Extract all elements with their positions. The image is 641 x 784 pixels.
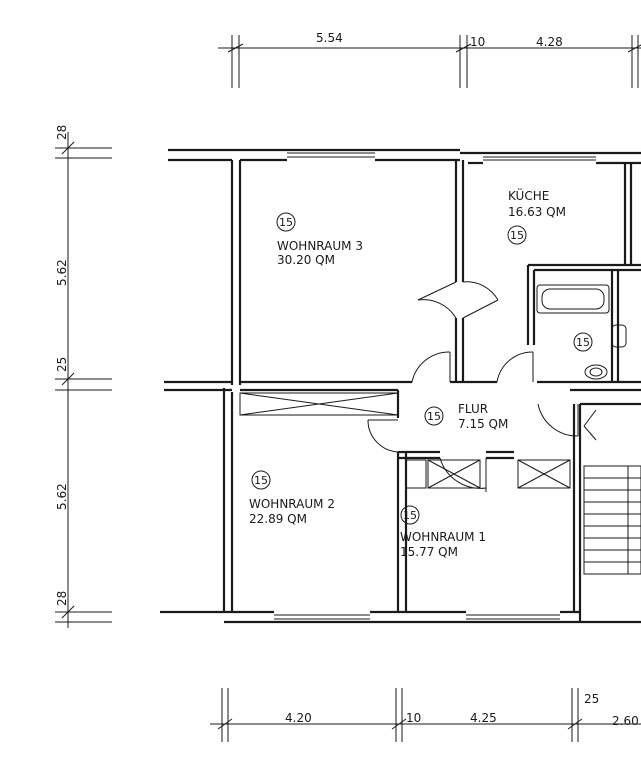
dim-top-3: 4.28	[536, 35, 563, 49]
dim-left-5: 28	[55, 591, 69, 606]
dim-left-4: 5.62	[55, 483, 69, 510]
room-number-kueche: 15	[510, 229, 524, 242]
room-kueche: KÜCHE 16.63 QM 15	[507, 187, 566, 245]
staircase	[583, 409, 641, 575]
wardrobe-wohnraum2	[239, 392, 399, 416]
door-flur-top-right	[496, 351, 534, 383]
room-flur: 15 FLUR 7.15 QM	[424, 402, 508, 431]
room-number-bad: 15	[576, 336, 590, 349]
room-number-wohnraum2: 15	[254, 474, 268, 487]
bottom-dimension-chain	[210, 688, 641, 742]
door-wohnraum1	[439, 457, 487, 492]
left-dimension-chain	[55, 132, 112, 628]
room-area-wohnraum2: 22.89 QM	[249, 512, 307, 526]
door-flur-top-left	[411, 351, 451, 383]
room-wohnraum2: 15 WOHNRAUM 2 22.89 QM	[249, 470, 335, 526]
dim-top-1: 5.54	[316, 31, 343, 45]
door-wohnraum3	[417, 281, 457, 319]
dim-top-2: 10	[470, 35, 485, 49]
dim-bottom-4: 25	[584, 692, 599, 706]
room-number-wohnraum1: 15	[403, 509, 417, 522]
dim-bottom-1: 4.20	[285, 711, 312, 725]
dim-left-1: 28	[55, 125, 69, 140]
room-bad: 15	[573, 332, 593, 352]
bathtub	[536, 284, 610, 314]
wardrobe-wohnraum1-left	[405, 459, 481, 489]
room-name-wohnraum2: WOHNRAUM 2	[249, 497, 335, 511]
room-area-kueche: 16.63 QM	[508, 205, 566, 219]
room-wohnraum3: 15 WOHNRAUM 3 30.20 QM	[276, 212, 363, 267]
room-number-flur: 15	[427, 410, 441, 423]
dim-bottom-5: 2.60	[612, 714, 639, 728]
room-area-flur: 7.15 QM	[458, 417, 508, 431]
room-name-flur: FLUR	[458, 402, 488, 416]
dim-bottom-3: 4.25	[470, 711, 497, 725]
room-name-wohnraum1: WOHNRAUM 1	[400, 530, 486, 544]
room-area-wohnraum1: 15.77 QM	[400, 545, 458, 559]
room-name-kueche: KÜCHE	[508, 187, 549, 203]
exterior-walls	[160, 148, 641, 624]
washbasin	[584, 364, 608, 380]
door-wohnraum2	[367, 419, 399, 453]
dim-bottom-2: 10	[406, 711, 421, 725]
room-name-wohnraum3: WOHNRAUM 3	[277, 239, 363, 253]
room-wohnraum1: 15 WOHNRAUM 1 15.77 QM	[400, 505, 486, 559]
dim-left-2: 5.62	[55, 259, 69, 286]
toilet	[611, 324, 627, 348]
door-entrance	[537, 403, 579, 437]
room-area-wohnraum3: 30.20 QM	[277, 253, 335, 267]
dim-left-3: 25	[55, 357, 69, 372]
room-number-wohnraum3: 15	[279, 216, 293, 229]
wardrobe-wohnraum1-right	[517, 459, 571, 489]
top-dimension-chain	[218, 35, 641, 88]
door-kueche	[462, 281, 499, 319]
